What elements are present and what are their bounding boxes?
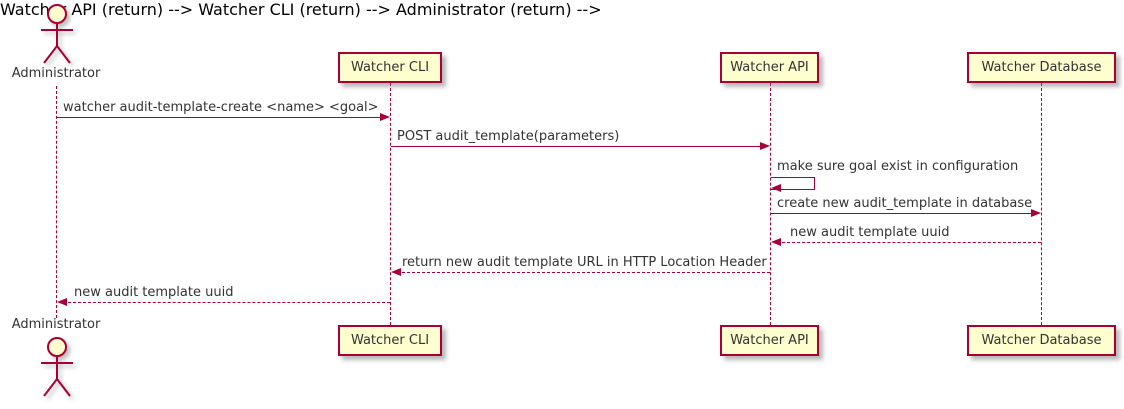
lifeline-watcher-api — [770, 83, 771, 325]
participant-watcher-api-top: Watcher API — [720, 52, 819, 83]
participant-watcher-cli-top: Watcher CLI — [338, 52, 442, 83]
participant-watcher-api-bottom: Watcher API — [720, 325, 819, 356]
message-2-line — [391, 146, 764, 147]
participant-watcher-cli-bottom: Watcher CLI — [338, 325, 442, 356]
message-5-label: new audit template uuid — [790, 225, 950, 240]
message-2-label: POST audit_template(parameters) — [397, 129, 620, 144]
arrowhead-right-icon — [380, 113, 390, 121]
message-7-label: new audit template uuid — [74, 285, 234, 300]
arrowhead-right-icon — [1031, 209, 1041, 217]
participant-watcher-database-bottom: Watcher Database — [967, 325, 1116, 356]
arrowhead-left-icon — [771, 184, 781, 192]
participant-watcher-database-top: Watcher Database — [967, 52, 1116, 83]
message-3-label: make sure goal exist in configuration — [777, 159, 1019, 174]
actor-label-administrator-top: Administrator — [11, 66, 101, 81]
message-6-label: return new audit template URL in HTTP Lo… — [402, 255, 767, 270]
arrowhead-left-icon — [391, 268, 401, 276]
message-6-line — [397, 272, 770, 273]
actor-label-administrator-bottom: Administrator — [11, 317, 101, 332]
actor-icon-bottom — [41, 337, 73, 397]
message-4-line — [771, 213, 1035, 214]
message-1-label: watcher audit-template-create <name> <go… — [63, 100, 379, 115]
lifeline-watcher-database — [1041, 83, 1042, 325]
message-7-line — [63, 302, 390, 303]
actor-icon-top — [41, 4, 73, 64]
lifeline-administrator — [56, 86, 57, 318]
arrowhead-right-icon — [760, 142, 770, 150]
message-4-label: create new audit_template in database — [777, 196, 1033, 211]
message-1-line — [57, 117, 384, 118]
arrowhead-left-icon — [771, 238, 781, 246]
message-3-self-loop — [771, 177, 815, 190]
message-5-line — [777, 242, 1041, 243]
arrowhead-left-icon — [57, 298, 67, 306]
lifeline-watcher-cli — [390, 83, 391, 325]
